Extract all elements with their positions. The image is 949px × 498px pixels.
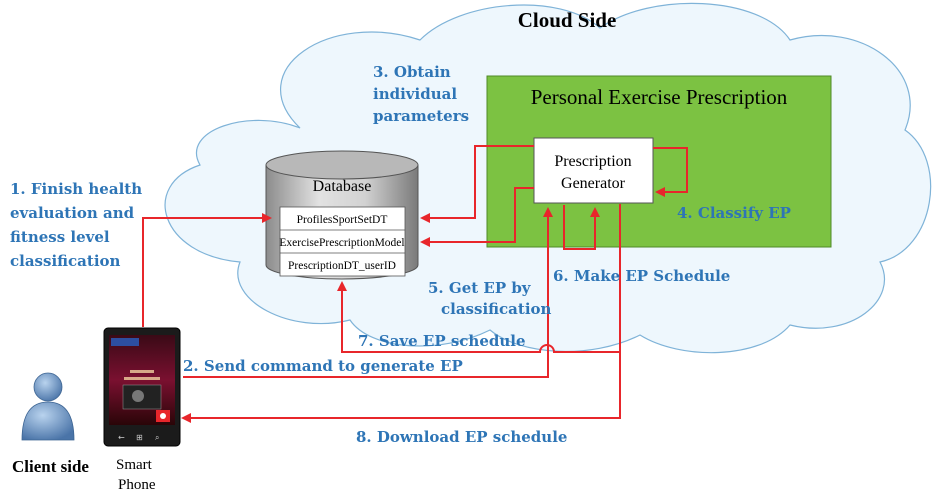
arrow-step4	[653, 147, 688, 197]
step4-label: 4. Classify EP	[677, 204, 791, 222]
smartphone-icon: ← ⊞ ⌕	[103, 327, 181, 447]
exercise-prescription-title: Personal Exercise Prescription	[531, 85, 788, 109]
arrow-step5	[420, 187, 534, 247]
step1-line3: fitness level	[10, 228, 110, 246]
arrow-step7	[337, 204, 621, 353]
person-icon	[21, 372, 75, 441]
step3-line1: 3. Obtain	[373, 63, 451, 81]
generator-label-line1: Prescription	[554, 153, 631, 170]
step1-line4: classification	[10, 252, 121, 270]
svg-text:←: ←	[118, 433, 125, 442]
step1-label: 1. Finish health evaluation and fitness …	[10, 180, 142, 270]
smartphone-label-line2: Phone	[118, 477, 156, 493]
step5-line2: classification	[441, 300, 552, 318]
db-table-exercise-model: ExercisePrescriptionModel	[279, 237, 404, 249]
arrow-step6	[563, 205, 600, 250]
generator-label-line2: Generator	[561, 175, 626, 192]
diagram-title: Cloud Side	[518, 8, 617, 32]
step3-label: 3. Obtain individual parameters	[373, 63, 469, 125]
svg-text:⌕: ⌕	[155, 433, 159, 442]
arrow-step3	[420, 145, 534, 223]
step1-line2: evaluation and	[10, 204, 135, 222]
database-cylinder: Database ProfilesSportSetDT ExercisePres…	[265, 150, 419, 280]
step6-label: 6. Make EP Schedule	[553, 267, 730, 285]
step8-label: 8. Download EP schedule	[356, 428, 567, 446]
arrow-step8	[181, 352, 621, 423]
svg-text:⊞: ⊞	[136, 433, 143, 442]
step3-line3: parameters	[373, 107, 469, 125]
arrow-step1	[142, 213, 272, 327]
db-table-profiles: ProfilesSportSetDT	[297, 214, 388, 226]
step7-label: 7. Save EP schedule	[358, 332, 526, 350]
arrow-step2	[183, 207, 553, 378]
db-table-prescription: PrescriptionDT_userID	[288, 260, 396, 272]
step5-label: 5. Get EP by classification	[428, 279, 552, 318]
step3-line2: individual	[373, 85, 457, 103]
step1-line1: 1. Finish health	[10, 180, 142, 198]
database-title: Database	[313, 178, 372, 195]
step2-label: 2. Send command to generate EP	[183, 357, 463, 375]
prescription-generator: Prescription Generator	[533, 137, 654, 204]
smartphone-label-line1: Smart	[116, 457, 153, 473]
client-side-label: Client side	[12, 457, 89, 476]
step5-line1: 5. Get EP by	[428, 279, 532, 297]
